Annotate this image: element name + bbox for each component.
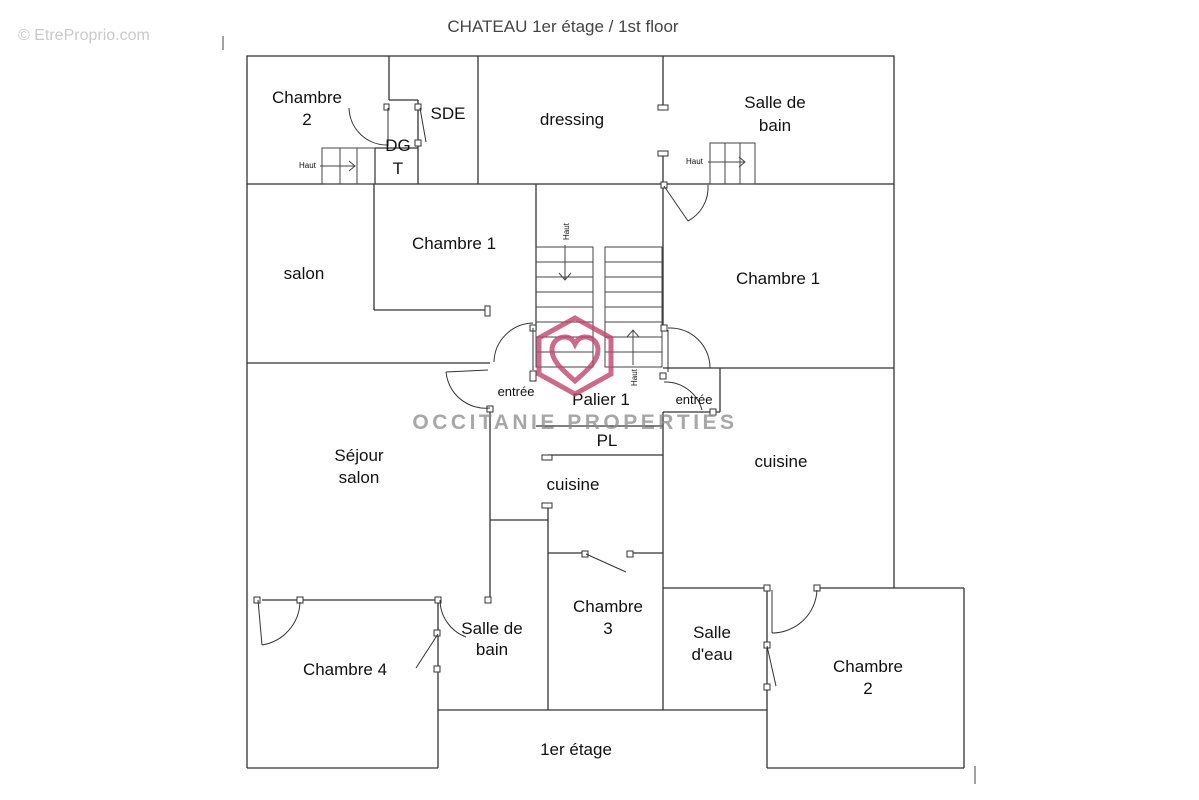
staircase-top-right: Haut: [686, 142, 756, 185]
brand-name: OCCITANIE PROPERTIES: [412, 411, 737, 434]
room-label-chambre4: Chambre 4: [303, 660, 387, 679]
room-label-chambre2-top-line1: Chambre: [272, 88, 342, 107]
room-label-sde: SDE: [431, 104, 466, 123]
room-label-cuisine-center: cuisine: [547, 475, 600, 494]
doors: [253, 103, 821, 691]
room-label-salle-de-bain-top-line1: Salle de: [744, 93, 805, 112]
stair-up-label-top-right: Haut: [686, 157, 704, 166]
room-label-salle-eau-line2: d'eau: [691, 645, 732, 664]
room-label-sejour-line2: salon: [339, 468, 380, 487]
room-label-chambre2-bottom-line2: 2: [863, 679, 872, 698]
walls: [246, 55, 965, 769]
room-label-chambre3-line2: 3: [603, 619, 612, 638]
floor-label: 1er étage: [540, 740, 612, 759]
room-label-sejour-line1: Séjour: [334, 446, 383, 465]
room-label-chambre1-left: Chambre 1: [412, 234, 496, 253]
room-label-entree-left: entrée: [498, 384, 535, 399]
room-label-chambre3-line1: Chambre: [573, 597, 643, 616]
room-label-pl: PL: [597, 431, 618, 450]
room-label-salle-eau-line1: Salle: [693, 623, 731, 642]
room-label-dgt-line1: DG: [385, 136, 411, 155]
stair-up-label-left: Haut: [562, 222, 571, 240]
plan-title: CHATEAU 1er étage / 1st floor: [447, 17, 679, 36]
stair-up-label-top-left: Haut: [299, 161, 317, 170]
room-label-salle-de-bain-bottom-line2: bain: [476, 640, 508, 659]
room-label-salle-de-bain-top-line2: bain: [759, 116, 791, 135]
staircase-top-left: Haut: [299, 147, 376, 185]
room-label-salle-de-bain-bottom-line1: Salle de: [461, 619, 522, 638]
room-label-palier: Palier 1: [572, 390, 630, 409]
stair-up-label-right: Haut: [630, 368, 639, 386]
room-label-dgt-line2: T: [393, 159, 403, 178]
brand-watermark: [536, 315, 614, 397]
room-label-dressing: dressing: [540, 110, 604, 129]
room-label-cuisine-right: cuisine: [755, 452, 808, 471]
room-label-entree-right: entrée: [676, 392, 713, 407]
room-label-chambre2-top-line2: 2: [302, 110, 311, 129]
room-label-salon: salon: [284, 264, 325, 283]
site-watermark: © EtreProprio.com: [18, 27, 150, 44]
heart-house-logo-icon: [536, 315, 614, 397]
room-label-chambre1-right: Chambre 1: [736, 269, 820, 288]
room-label-chambre2-bottom-line1: Chambre: [833, 657, 903, 676]
